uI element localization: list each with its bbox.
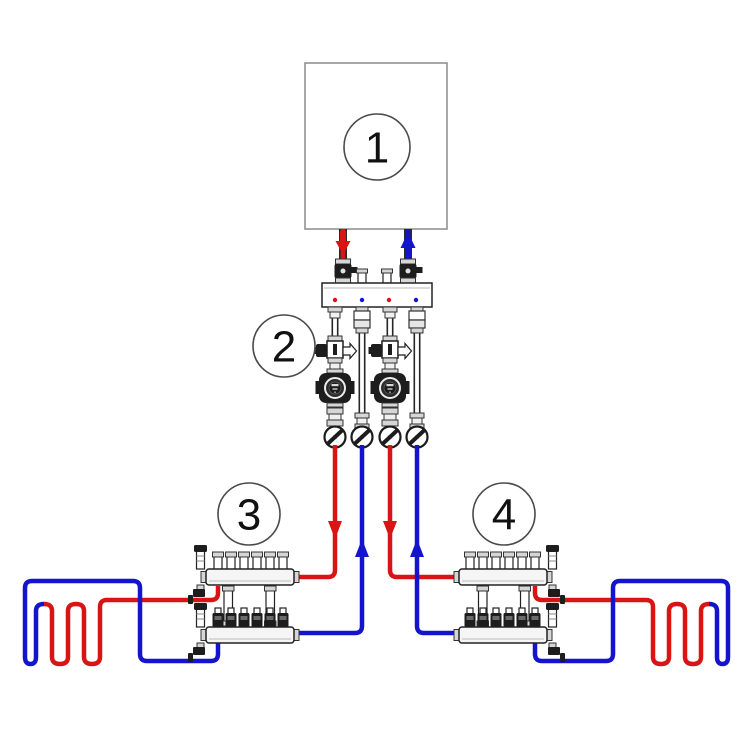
- return-flow-arrow-icon: [410, 539, 424, 557]
- label-circle-pump-station: [252, 314, 316, 378]
- label-circle-manifold-left: [217, 482, 281, 546]
- pump-station-label: 2: [272, 323, 296, 372]
- boiler-label: 1: [365, 124, 389, 173]
- label-circle-boiler: [343, 113, 411, 181]
- manifold-left-label: 3: [237, 491, 261, 540]
- return-port-dot: [413, 297, 419, 303]
- supply-port-dot: [332, 297, 338, 303]
- supply-pipe-to-right-manifold: [387, 445, 457, 580]
- supply-flow-arrow-icon: [383, 521, 397, 539]
- manifold-assembly-right: [454, 545, 728, 664]
- supply-flow-arrow-icon: [335, 241, 351, 255]
- return-port-dot: [359, 297, 365, 303]
- manifold-right-label: 4: [492, 491, 516, 540]
- return-flow-arrow-icon: [400, 232, 416, 248]
- return-pipe-from-right-manifold: [414, 445, 457, 636]
- manifold-assembly-left: [25, 545, 299, 664]
- label-circle-manifold-right: [472, 482, 536, 546]
- supply-pipe-to-left-manifold: [296, 445, 338, 580]
- return-pipe-from-left-manifold: [296, 445, 365, 636]
- distribution-header: [321, 268, 433, 308]
- supply-flow-arrow-icon: [328, 521, 342, 539]
- return-flow-arrow-icon: [355, 539, 369, 557]
- supply-port-dot: [386, 297, 392, 303]
